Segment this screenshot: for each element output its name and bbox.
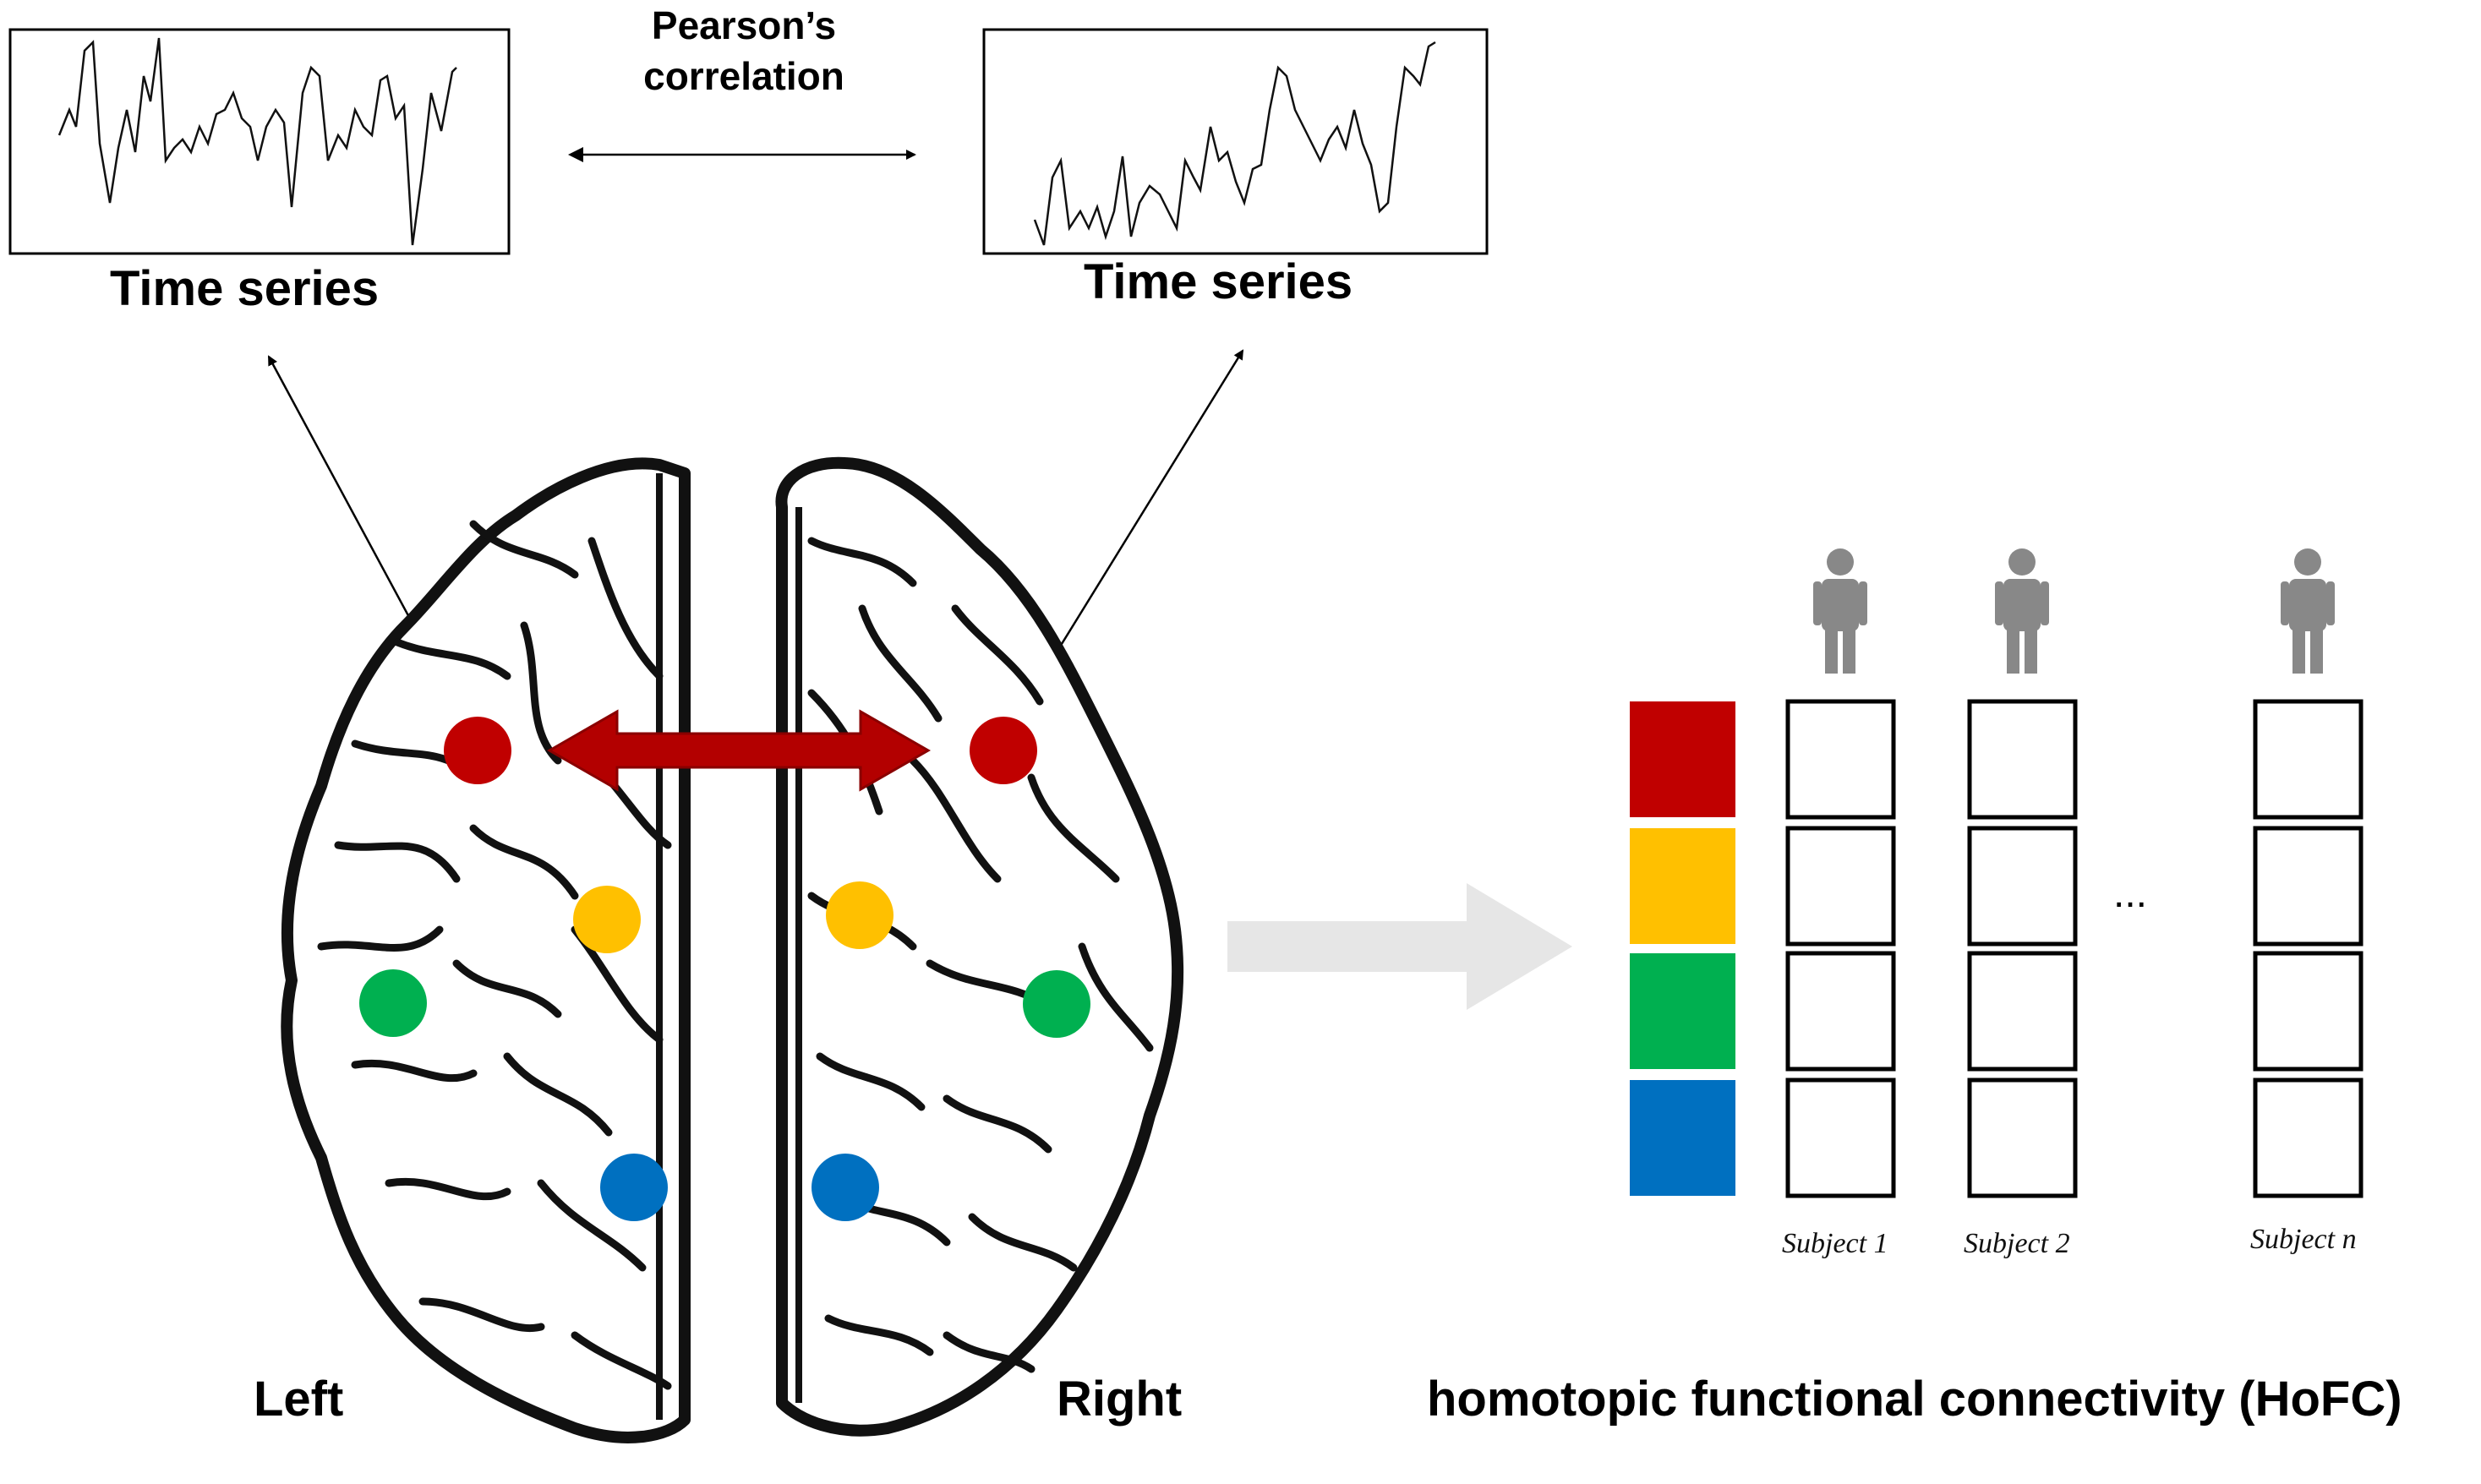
region-color-swatch-3: [1630, 953, 1735, 1069]
region-dot-right-2: [826, 881, 893, 949]
region-color-swatch-2: [1630, 828, 1735, 944]
flow-arrow: [1227, 883, 1572, 1010]
subject-3-cell-4: [2253, 1078, 2364, 1198]
subject-label-n: Subject n: [2250, 1224, 2357, 1255]
left-label: Left: [254, 1372, 344, 1427]
time-series-label-right: Time series: [1084, 254, 1353, 309]
subject-2-cell-3: [1967, 951, 2078, 1072]
region-dot-left-2: [573, 886, 641, 953]
region-dot-right-3: [1023, 970, 1090, 1038]
region-dot-right-1: [970, 717, 1037, 784]
region-color-swatch-4: [1630, 1080, 1735, 1196]
subject-3-cell-3: [2253, 951, 2364, 1072]
right-label: Right: [1057, 1372, 1183, 1427]
subject-2-cell-2: [1967, 826, 2078, 947]
region-dot-left-3: [359, 969, 427, 1037]
time-series-plot-left: [8, 28, 511, 255]
time-series-label-left: Time series: [110, 261, 380, 316]
pearson-correlation-label: Pearson’s correlation: [643, 3, 844, 98]
hofc-label: homotopic functional connectivity (HoFC): [1427, 1372, 2402, 1427]
correlation-double-arrow: [568, 147, 916, 162]
subject-1-cell-3: [1785, 951, 1896, 1072]
region-color-swatch-1: [1630, 701, 1735, 817]
subject-1-cell-2: [1785, 826, 1896, 947]
brain-right-hemisphere: [775, 456, 1184, 1437]
subjects-ellipsis: ...: [2113, 871, 2148, 916]
region-dot-right-4: [812, 1154, 879, 1221]
person-icon: [2281, 548, 2335, 674]
subject-1-cell-1: [1785, 699, 1896, 820]
subject-3-cell-2: [2253, 826, 2364, 947]
homotopic-connection-arrow: [546, 709, 932, 792]
time-series-plot-right: [982, 28, 1489, 255]
subject-3-cell-1: [2253, 699, 2364, 820]
subject-label-1: Subject 1: [1782, 1228, 1888, 1259]
subject-2-cell-4: [1967, 1078, 2078, 1198]
region-dot-left-4: [600, 1154, 668, 1221]
brain-left-hemisphere: [281, 457, 691, 1443]
subject-label-2: Subject 2: [1964, 1228, 2070, 1259]
subject-2-cell-1: [1967, 699, 2078, 820]
subject-1-cell-4: [1785, 1078, 1896, 1198]
region-dot-left-1: [444, 717, 511, 784]
person-icon: [1813, 548, 1867, 674]
person-icon: [1995, 548, 2049, 674]
